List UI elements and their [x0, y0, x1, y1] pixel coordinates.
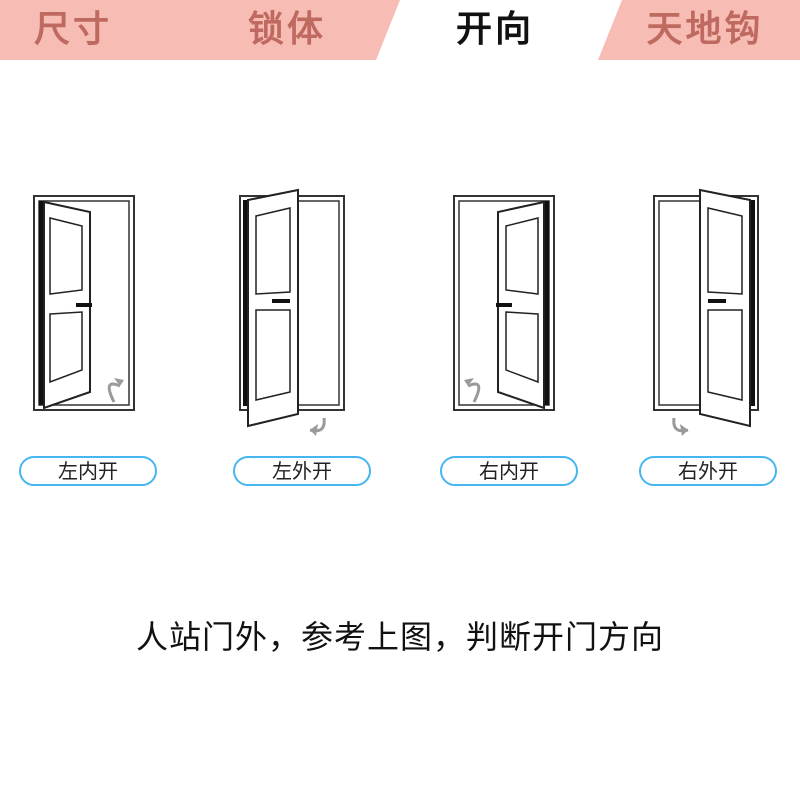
door-right-inward-icon — [453, 195, 555, 411]
door-left-outward-icon — [239, 188, 345, 436]
option-left-outward[interactable]: 左外开 — [233, 456, 371, 486]
tab-size[interactable]: 尺寸 — [33, 9, 112, 50]
door-right-outward-icon — [653, 188, 759, 436]
option-right-outward[interactable]: 右外开 — [639, 456, 777, 486]
tab-top-bottom-hook[interactable]: 天地钩 — [646, 9, 764, 50]
tab-bar: 尺寸 锁体 开向 天地钩 — [0, 0, 800, 60]
option-left-inward[interactable]: 左内开 — [19, 456, 157, 486]
tab-lock-body[interactable]: 锁体 — [247, 9, 326, 50]
tab-opening-direction[interactable]: 开向 — [455, 9, 534, 50]
instruction-text: 人站门外，参考上图，判断开门方向 — [135, 618, 664, 656]
option-right-inward[interactable]: 右内开 — [440, 456, 578, 486]
door-left-inward-icon — [33, 195, 135, 411]
tab-bar-background — [0, 0, 800, 60]
